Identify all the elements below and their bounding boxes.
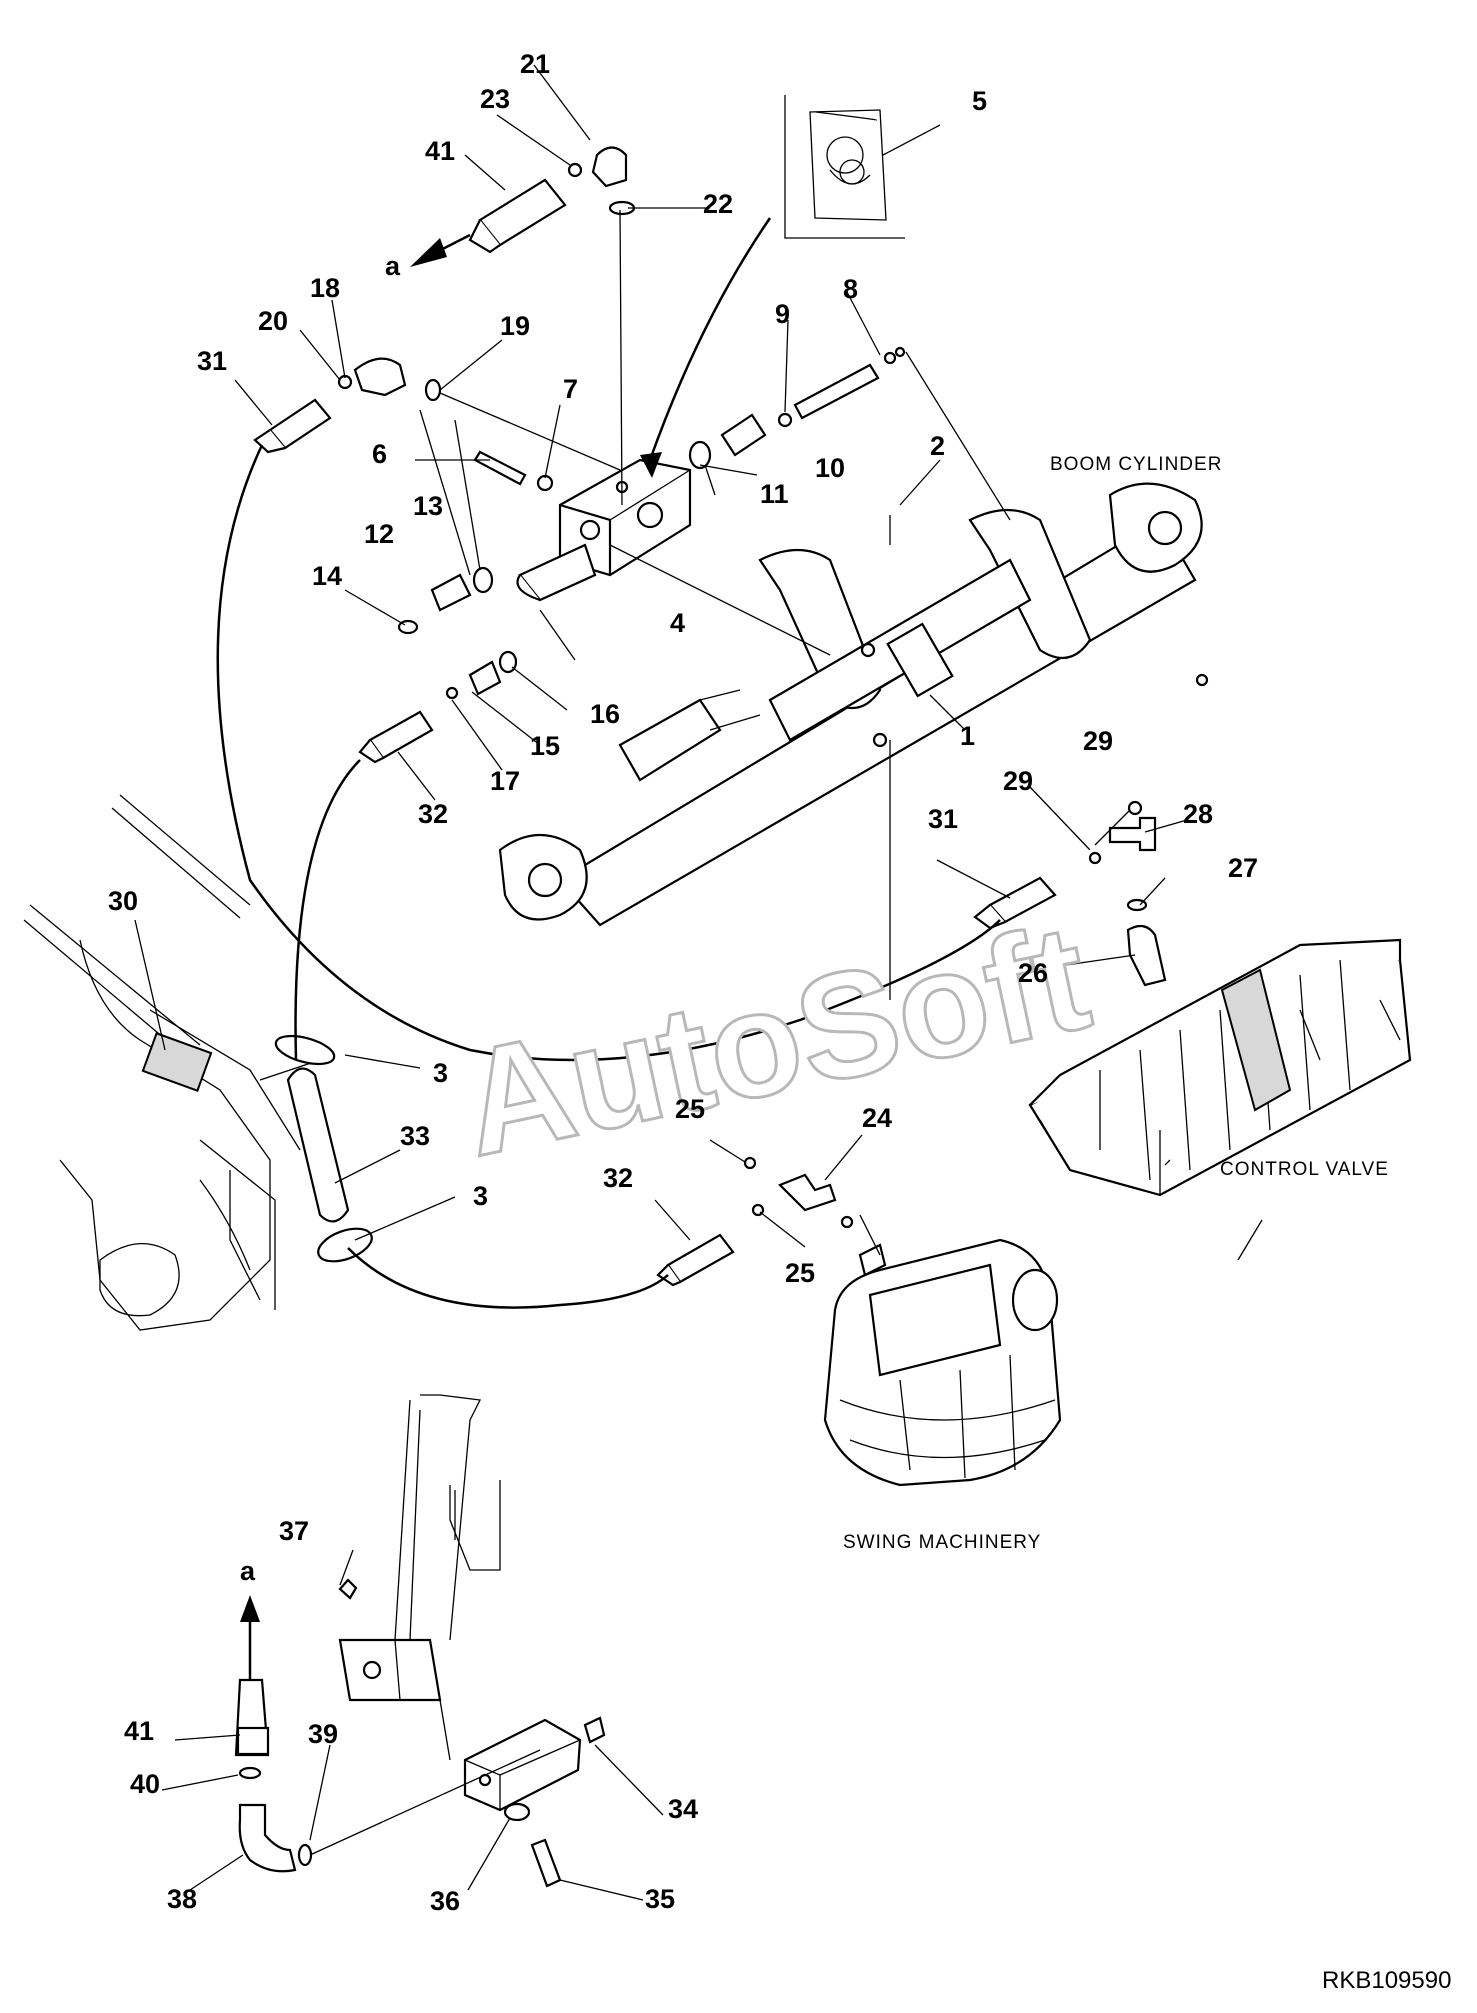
callout-33: 33 (400, 1121, 430, 1151)
callout-38: 38 (167, 1884, 197, 1914)
callout-2: 2 (930, 431, 945, 461)
part-5-inset (640, 95, 905, 478)
control-valve (1028, 938, 1412, 1197)
callout-36: 36 (430, 1886, 460, 1916)
callout-29-upper: 29 (1083, 726, 1113, 756)
reference-code: RKB109590 (1322, 1967, 1451, 1994)
callout-13: 13 (413, 491, 443, 521)
callout-31-upper: 31 (197, 346, 227, 376)
swing-machinery (823, 1238, 1062, 1487)
callout-27: 27 (1228, 853, 1258, 883)
callout-25-upper: 25 (675, 1094, 705, 1124)
connector-a-top: a (385, 251, 401, 281)
part-30-body (141, 1032, 213, 1092)
callout-1: 1 (960, 721, 975, 751)
callout-10: 10 (815, 453, 845, 483)
callout-28: 28 (1183, 799, 1213, 829)
callout-7: 7 (563, 374, 578, 404)
callout-8: 8 (843, 274, 858, 304)
callout-35: 35 (645, 1884, 675, 1914)
callout-9: 9 (775, 299, 790, 329)
callout-18: 18 (310, 273, 340, 303)
callout-41-upper: 41 (425, 136, 455, 166)
watermark: AutoSoft (448, 892, 1102, 1188)
leader-lines (134, 64, 1263, 1901)
label-boom-cylinder: BOOM CYLINDER (1050, 454, 1222, 475)
connector-a-bottom: a (240, 1556, 256, 1586)
bracket-assembly (234, 1394, 606, 1888)
callout-31-right: 31 (928, 804, 958, 834)
callout-11: 11 (760, 479, 789, 509)
callout-39: 39 (308, 1719, 338, 1749)
callout-24: 24 (862, 1103, 892, 1133)
callout-15: 15 (530, 731, 560, 761)
callout-3-upper: 3 (433, 1058, 448, 1088)
callout-3-lower: 3 (473, 1181, 488, 1211)
label-control-valve: CONTROL VALVE (1220, 1159, 1389, 1180)
callout-34: 34 (668, 1794, 698, 1824)
callout-25-lower: 25 (785, 1258, 815, 1288)
label-swing-machinery: SWING MACHINERY (843, 1532, 1041, 1553)
callout-6: 6 (372, 439, 387, 469)
hoses (216, 209, 1011, 1856)
callout-32-upper: 32 (418, 799, 448, 829)
callout-19: 19 (500, 311, 530, 341)
callout-20: 20 (258, 306, 288, 336)
connector-arrows (240, 233, 471, 1680)
callout-12: 12 (364, 519, 394, 549)
machine-frame (23, 794, 321, 1331)
callout-14: 14 (312, 561, 342, 591)
valve-block (516, 458, 692, 602)
fittings (253, 146, 1167, 1287)
callout-22: 22 (703, 189, 733, 219)
callout-16: 16 (590, 699, 620, 729)
callout-26: 26 (1018, 958, 1048, 988)
callout-21: 21 (520, 49, 550, 79)
callout-40: 40 (130, 1769, 160, 1799)
callout-29-left: 29 (1003, 766, 1033, 796)
callout-37: 37 (279, 1516, 309, 1546)
callout-23: 23 (480, 84, 510, 114)
callout-5: 5 (972, 86, 987, 116)
callout-17: 17 (490, 766, 520, 796)
callout-4: 4 (670, 608, 685, 638)
cylinder-bracket (758, 509, 1209, 748)
callout-numbers: 1 2 3 3 4 5 6 7 8 9 10 11 12 13 14 15 16… (108, 49, 1258, 1916)
callout-41-lower: 41 (124, 1716, 154, 1746)
callout-30: 30 (108, 886, 138, 916)
callout-32-lower: 32 (603, 1163, 633, 1193)
